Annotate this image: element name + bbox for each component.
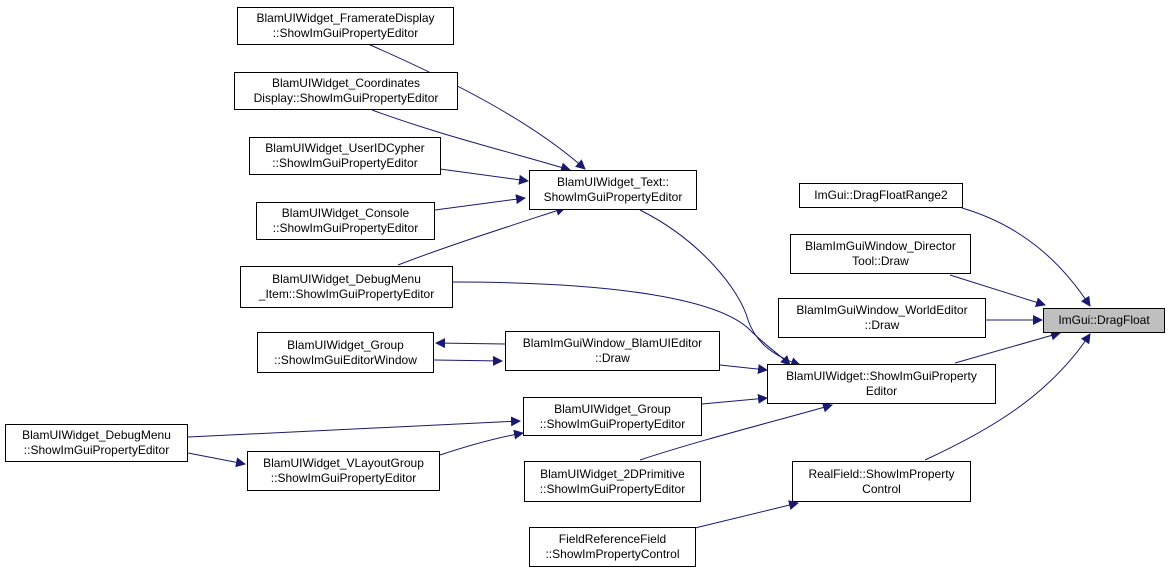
edge-blamuieditor-to-groupwindow xyxy=(435,338,506,349)
node-label-line2: Display::ShowImGuiPropertyEditor xyxy=(253,91,439,105)
node-label-line2: ::Draw xyxy=(595,351,630,365)
node-label-line2: _Item::ShowImGuiPropertyEditor xyxy=(258,287,435,301)
node-group-editorwindow[interactable]: BlamUIWidget_Group ::ShowImGuiEditorWind… xyxy=(257,332,434,373)
node-label-line1: BlamUIWidget_DebugMenu xyxy=(22,428,171,442)
node-console[interactable]: BlamUIWidget_Console ::ShowImGuiProperty… xyxy=(256,202,435,240)
node-label-line1: FieldReferenceField xyxy=(558,532,667,546)
edge-debugmenu-to-vlayout xyxy=(187,452,246,468)
node-label-line2: Editor xyxy=(865,384,898,398)
edge-useridcypher-to-text xyxy=(439,168,529,185)
node-label-line2: ::ShowImGuiPropertyEditor xyxy=(272,156,418,170)
node-label-line2: ShowImGuiPropertyEditor xyxy=(543,190,683,204)
node-label-line1: BlamUIWidget_Console xyxy=(281,206,410,220)
node-label-line1: BlamUIWidget_UserIDCypher xyxy=(265,141,425,155)
node-label-line2: Tool::Draw xyxy=(852,254,909,268)
edge-fieldreference-to-realfield xyxy=(694,500,799,529)
node-label-line2: ::ShowImGuiPropertyEditor xyxy=(272,221,419,235)
node-blamuieditor-draw[interactable]: BlamImGuiWindow_BlamUIEditor ::Draw xyxy=(505,331,720,371)
edge-coordinates-to-text xyxy=(371,109,571,173)
node-widget-property-editor[interactable]: BlamUIWidget::ShowImGuiProperty Editor xyxy=(767,364,996,404)
node-coordinates-display[interactable]: BlamUIWidget_Coordinates Display::ShowIm… xyxy=(234,72,458,110)
node-label-line1: BlamUIWidget_Group xyxy=(554,401,671,416)
node-label-line1: BlamUIWidget_Coordinates xyxy=(271,76,421,90)
edge-debugmenu-to-grouppe xyxy=(187,416,521,438)
node-label-line2: ::ShowImGuiPropertyEditor xyxy=(270,471,417,485)
edge-framerate-to-text xyxy=(367,43,586,170)
node-label-line1: BlamUIWidget_DebugMenu xyxy=(272,272,421,286)
node-label-line2: ::ShowImGuiPropertyEditor xyxy=(539,416,686,431)
node-debugmenu[interactable]: BlamUIWidget_DebugMenu ::ShowImGuiProper… xyxy=(5,424,188,462)
node-label-line2: ::ShowImGuiEditorWindow xyxy=(274,352,417,367)
node-label-line2: ::Draw xyxy=(864,318,900,332)
edge-debugmenuitem-to-text xyxy=(397,206,566,266)
node-debugmenu-item[interactable]: BlamUIWidget_DebugMenu _Item::ShowImGuiP… xyxy=(240,266,453,308)
edge-directortool-to-dragfloat xyxy=(949,274,1046,308)
node-label-line1: BlamImGuiWindow_Director xyxy=(805,239,956,253)
node-directortool-draw[interactable]: BlamImGuiWindow_Director Tool::Draw xyxy=(790,234,971,274)
node-dragfloat[interactable]: ImGui::DragFloat xyxy=(1043,308,1165,333)
edge-debugmenuitem-to-widget xyxy=(451,281,791,366)
node-fieldreferencefield[interactable]: FieldReferenceField ::ShowImPropertyCont… xyxy=(529,527,696,567)
edge-realfield-to-dragfloat xyxy=(924,333,1091,461)
node-label-line1: BlamUIWidget_2DPrimitive xyxy=(540,466,685,481)
node-useridcypher[interactable]: BlamUIWidget_UserIDCypher ::ShowImGuiPro… xyxy=(249,137,441,175)
node-label-line2: ::ShowImPropertyControl xyxy=(545,547,680,561)
node-label-line1: BlamUIWidget_Group xyxy=(287,337,404,352)
node-label-line1: RealField::ShowImProperty xyxy=(808,466,955,481)
node-text-property-editor[interactable]: BlamUIWidget_Text:: ShowImGuiPropertyEdi… xyxy=(529,170,697,210)
node-label-line1: ImGui::DragFloatRange2 xyxy=(814,188,948,202)
node-label-line1: ImGui::DragFloat xyxy=(1058,313,1150,327)
node-label-line1: BlamUIWidget::ShowImGuiProperty xyxy=(786,369,977,383)
edge-primitive2d-to-widget xyxy=(639,402,833,461)
node-label-line2: ::ShowImGuiPropertyEditor xyxy=(23,443,170,457)
edge-widget-to-dragfloat xyxy=(954,330,1061,364)
node-label-line2: Control xyxy=(862,481,901,496)
node-framerate-display[interactable]: BlamUIWidget_FramerateDisplay ::ShowImGu… xyxy=(237,7,454,45)
node-vlayoutgroup[interactable]: BlamUIWidget_VLayoutGroup ::ShowImGuiPro… xyxy=(247,451,440,491)
node-label-line2: ::ShowImGuiPropertyEditor xyxy=(272,26,419,40)
node-worldeditor-draw[interactable]: BlamImGuiWindow_WorldEditor ::Draw xyxy=(778,298,986,338)
node-2dprimitive[interactable]: BlamUIWidget_2DPrimitive ::ShowImGuiProp… xyxy=(524,461,701,502)
edge-console-to-text xyxy=(434,194,526,211)
edge-dragfloatrange2-to-dragfloat xyxy=(961,207,1091,307)
node-label-line1: BlamImGuiWindow_WorldEditor xyxy=(796,303,968,317)
node-label-line1: BlamImGuiWindow_BlamUIEditor xyxy=(522,336,703,350)
node-realfield[interactable]: RealField::ShowImProperty Control xyxy=(792,461,971,502)
edge-blamuieditor-to-widget xyxy=(719,364,768,375)
node-label-line2: ::ShowImGuiPropertyEditor xyxy=(539,481,686,496)
node-label-line1: BlamUIWidget_FramerateDisplay xyxy=(256,11,435,25)
node-label-line1: BlamUIWidget_VLayoutGroup xyxy=(263,456,424,470)
edge-groupwindow-to-blamuieditor xyxy=(433,355,503,366)
node-label-line1: BlamUIWidget_Text:: xyxy=(556,175,670,189)
node-dragfloatrange2[interactable]: ImGui::DragFloatRange2 xyxy=(799,183,963,208)
edge-vlayout-to-grouppe xyxy=(439,429,524,456)
node-group-property-editor[interactable]: BlamUIWidget_Group ::ShowImGuiPropertyEd… xyxy=(523,397,702,436)
edge-text-to-widget xyxy=(639,209,801,367)
edge-grouppe-to-widget xyxy=(701,393,768,405)
